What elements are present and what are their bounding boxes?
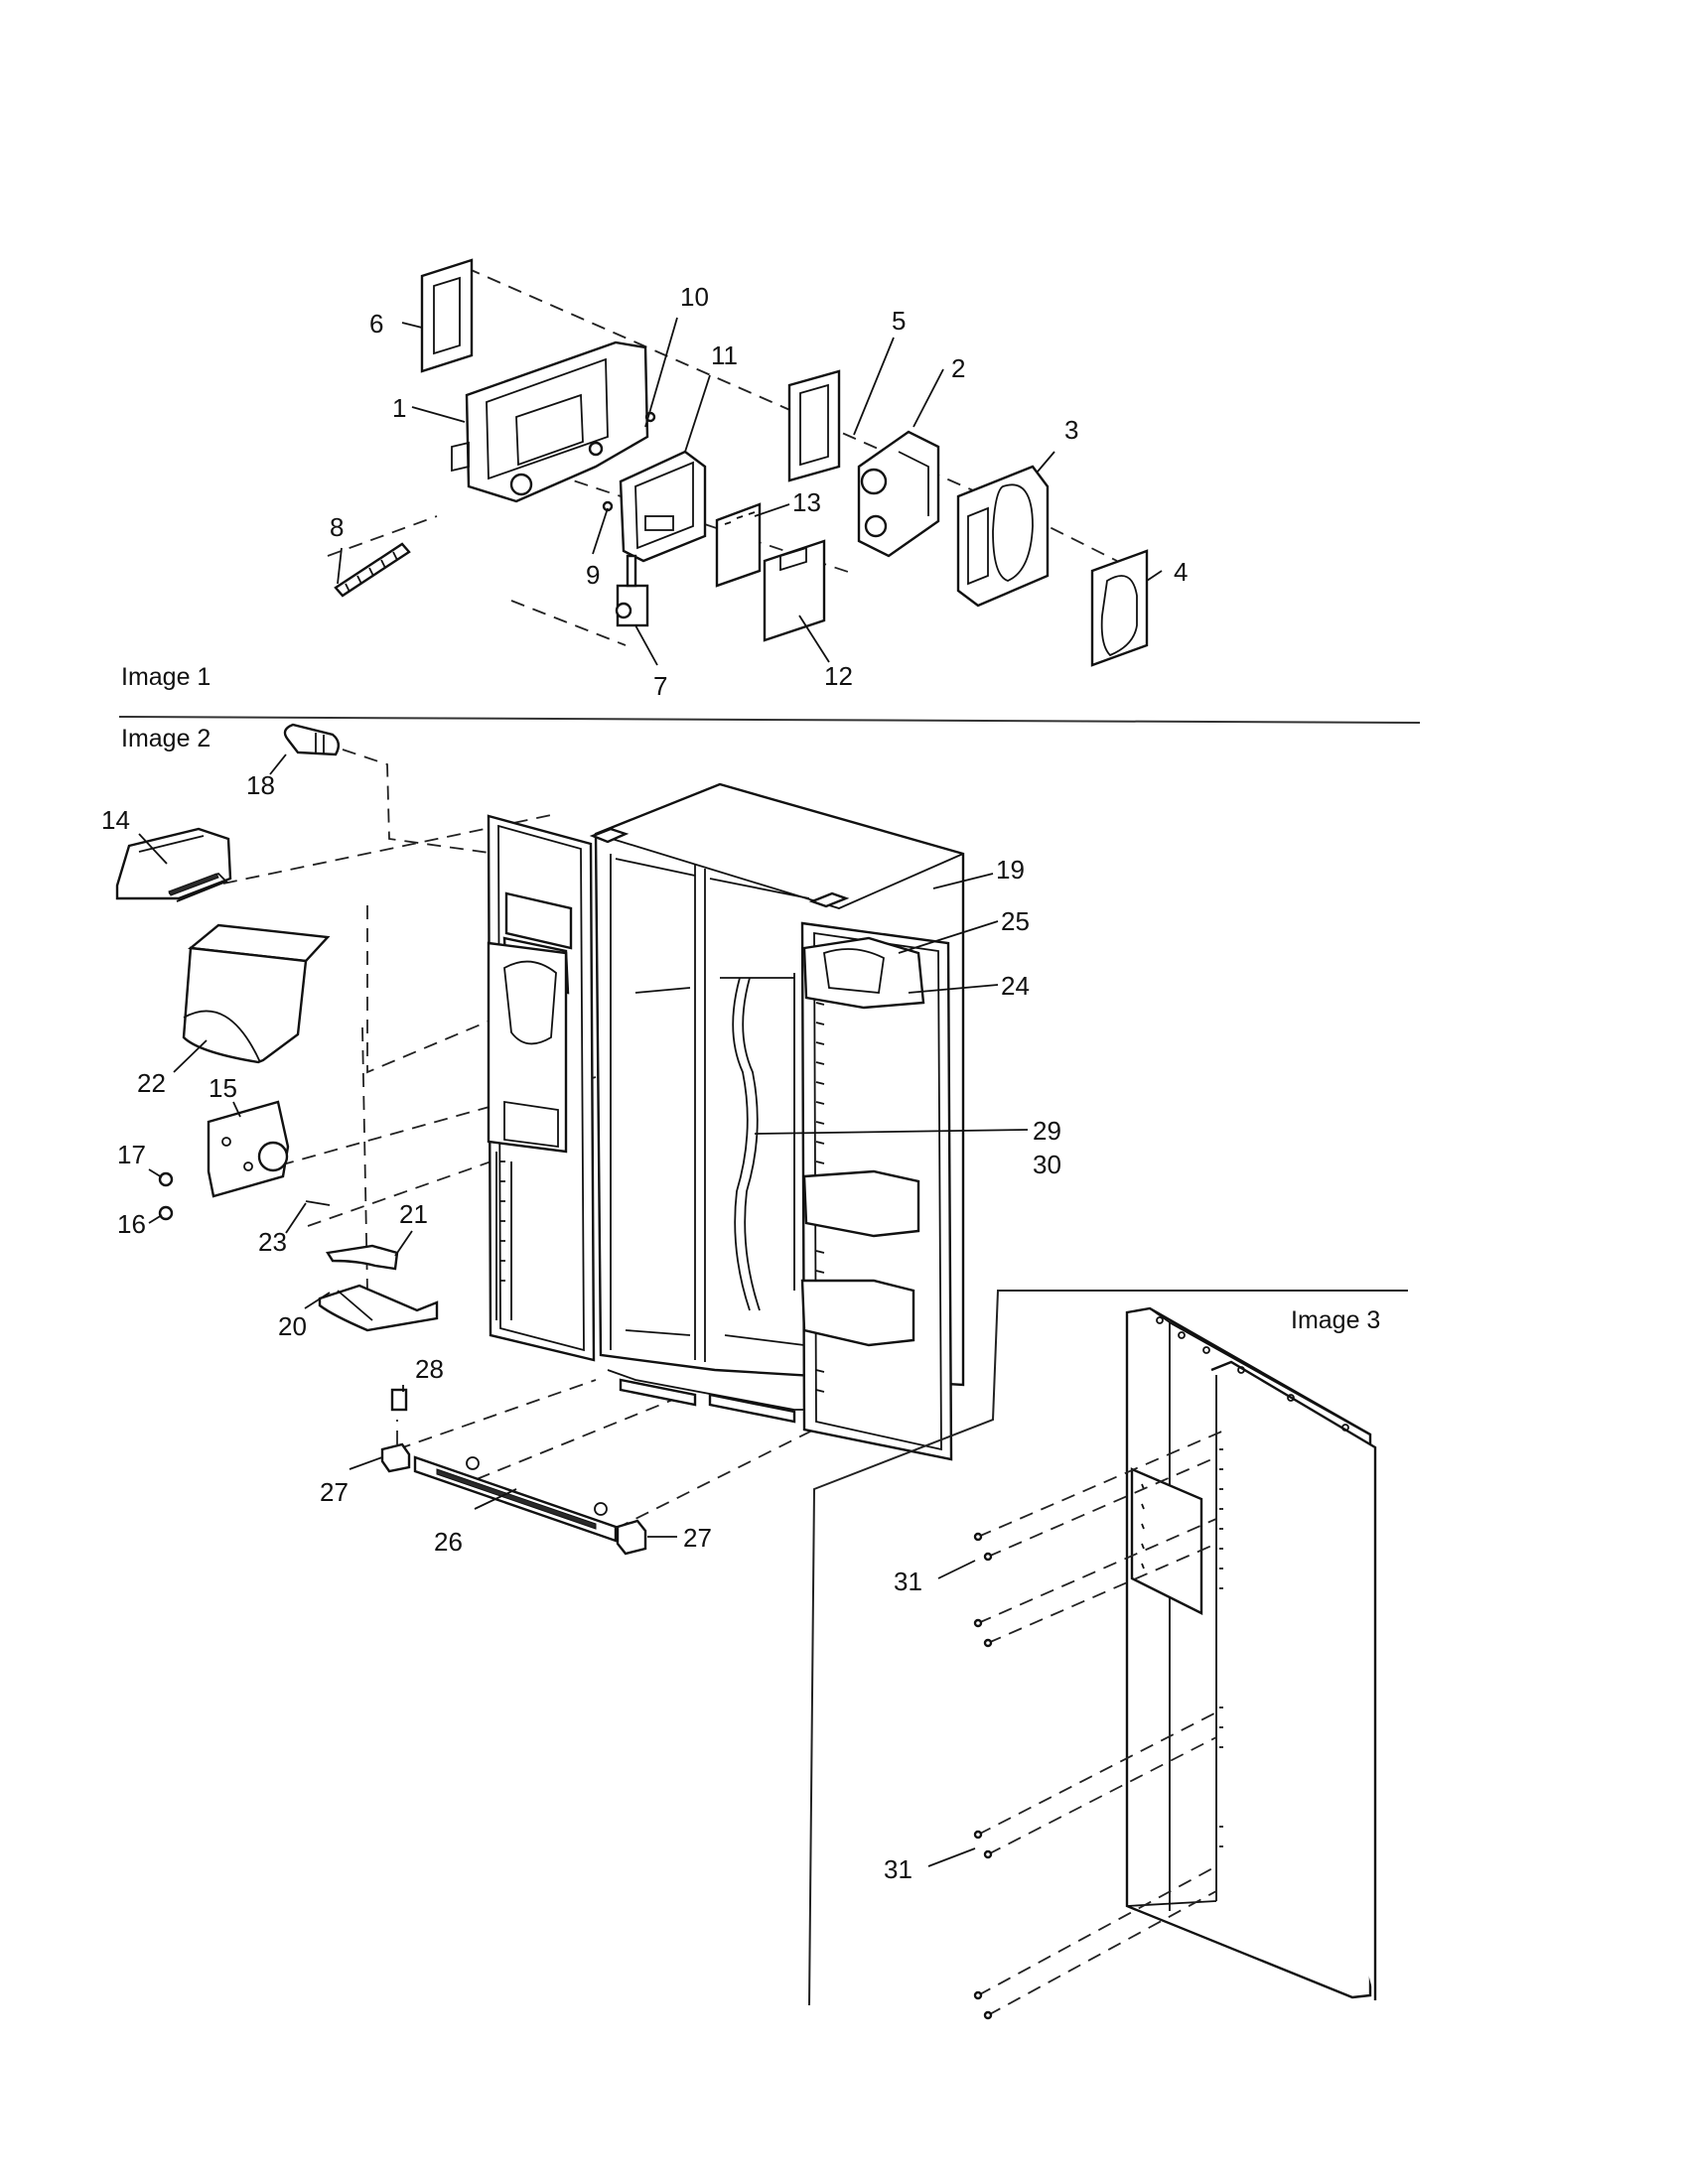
image-1-label: Image 1 [121,663,210,691]
callout-4: 4 [1174,557,1188,587]
part-26-kickplate [413,1455,618,1543]
callout-labels: 1 2 3 4 5 6 7 8 9 10 11 12 13 14 15 16 1… [101,282,1188,1884]
callout-8: 8 [330,512,344,542]
callout-27-left: 27 [320,1477,349,1507]
part-17-screw [158,1171,174,1187]
callout-22: 22 [137,1068,166,1098]
part-12-cover [763,539,826,642]
callout-10: 10 [680,282,709,312]
part-6-gasket [420,258,474,373]
part-23-wire [305,1200,331,1206]
callout-6: 6 [369,309,383,339]
part-3-bezel [956,465,1050,608]
callout-23: 23 [258,1227,287,1257]
part-14-bucket-lid [115,827,232,902]
part-4-gasket [1090,549,1149,667]
part-2-actuator [857,430,940,558]
callout-13: 13 [792,487,821,517]
image-1-section: Image 1 [121,258,1163,691]
callout-18: 18 [246,770,275,800]
image-3-label: Image 3 [1291,1306,1380,1334]
callout-19: 19 [996,855,1025,885]
part-16-screw [158,1205,174,1221]
callout-21: 21 [399,1199,428,1229]
part-18-filter-cap [283,723,341,756]
part-8-spring [334,542,411,598]
callout-7: 7 [653,671,667,701]
part-31-screws [973,1532,993,2020]
callout-9: 9 [586,560,600,590]
callout-2: 2 [951,353,965,383]
image-3-section: Image 3 [808,1290,1408,2020]
part-13-board [715,502,762,588]
callout-14: 14 [101,805,130,835]
callout-26: 26 [434,1527,463,1557]
part-11-bracket [619,450,707,563]
callout-28: 28 [415,1354,444,1384]
callout-17: 17 [117,1140,146,1169]
part-27-end-cap-left [380,1442,411,1473]
callout-15: 15 [209,1073,237,1103]
callout-20: 20 [278,1311,307,1341]
callout-16: 16 [117,1209,146,1239]
callout-29: 29 [1033,1116,1061,1146]
callout-3: 3 [1064,415,1078,445]
refrigerator-cabinet [487,782,965,1461]
part-27-end-cap-right [616,1519,647,1556]
callout-24: 24 [1001,971,1030,1001]
callout-5: 5 [892,306,906,336]
image-2-label: Image 2 [121,725,210,752]
callout-31-upper: 31 [894,1567,922,1596]
callout-11: 11 [711,341,738,370]
part-28-spacer [390,1388,408,1412]
image-3-border [808,1290,1408,2006]
part-door-panel [1125,1306,1377,2000]
callout-31-lower: 31 [884,1854,912,1884]
section-divider [118,716,1421,724]
callout-30: 30 [1033,1150,1061,1179]
part-22-ice-bin [182,923,331,1064]
part-15-fan-bracket [207,1100,290,1198]
part-7-switch [615,554,649,627]
part-20-clip [318,1284,439,1332]
callout-1: 1 [392,393,406,423]
callout-27-right: 27 [683,1523,712,1553]
part-5-gasket [787,369,841,482]
callout-25: 25 [1001,906,1030,936]
part-21-clip [326,1244,399,1271]
part-1-housing [451,341,649,503]
image-2-section: Image 2 [115,723,1029,1556]
callout-12: 12 [824,661,853,691]
